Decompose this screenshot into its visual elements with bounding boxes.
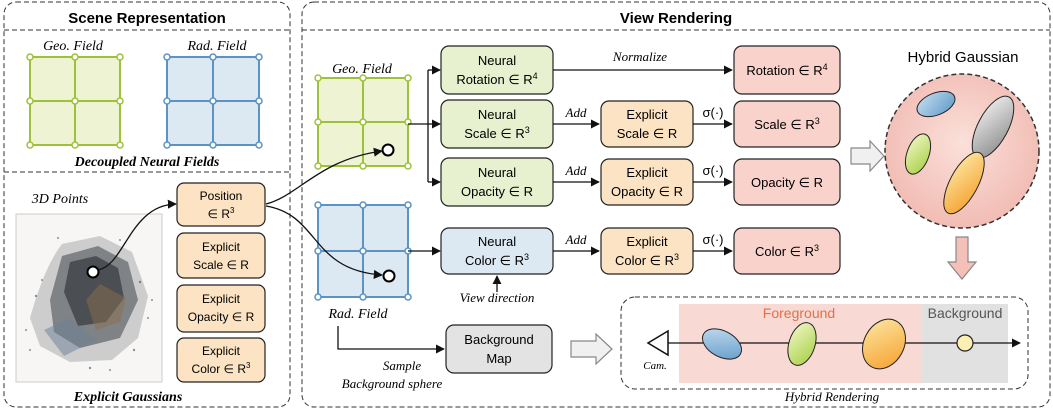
svg-text:Color ∈ R3: Color ∈ R3 bbox=[192, 361, 251, 376]
to-hybrid-gaussian-arrow bbox=[850, 139, 885, 173]
svg-text:Explicit: Explicit bbox=[626, 165, 668, 180]
render-gaussian-green bbox=[787, 322, 817, 366]
view-rendering-panel bbox=[301, 1, 1051, 408]
background-map-box: Background Map bbox=[445, 324, 553, 374]
scene-representation-title: Scene Representation bbox=[68, 10, 226, 27]
hybrid-rendering-label: Hybrid Rendering bbox=[784, 389, 880, 404]
svg-text:∈ R3: ∈ R3 bbox=[208, 206, 235, 221]
add-label-opacity: Add bbox=[565, 163, 587, 178]
opacity-output-box: Opacity ∈ R bbox=[733, 158, 841, 206]
hybrid-rendering-panel bbox=[620, 296, 1029, 390]
svg-text:Explicit: Explicit bbox=[202, 344, 241, 358]
position-to-rad-arrow bbox=[265, 205, 383, 279]
scale-output-box: Scale ∈ R3 bbox=[733, 100, 841, 148]
hybrid-gaussian-sphere bbox=[884, 73, 1040, 229]
camera-icon bbox=[646, 329, 669, 357]
svg-text:Position: Position bbox=[200, 189, 243, 203]
svg-text:Scale ∈ R: Scale ∈ R bbox=[193, 258, 249, 272]
foreground-label: Foreground bbox=[763, 305, 835, 321]
neural-opacity-box: Neural Opacity ∈ R bbox=[440, 157, 554, 207]
svg-text:Map: Map bbox=[486, 351, 511, 366]
explicit-gaussians-label: Explicit Gaussians bbox=[73, 390, 183, 405]
position-box: Position ∈ R3 bbox=[176, 182, 266, 227]
hybrid-gaussian-title: Hybrid Gaussian bbox=[908, 49, 1019, 66]
view-direction-label: View direction bbox=[460, 290, 535, 305]
explicit-scale-box: Explicit Scale ∈ R bbox=[600, 100, 694, 148]
sigma-label-opacity: σ(·) bbox=[702, 163, 723, 178]
right-rad-field-grid bbox=[314, 201, 412, 301]
left-geo-field-label: Geo. Field bbox=[43, 39, 104, 54]
sigma-label-scale: σ(·) bbox=[702, 105, 723, 120]
svg-text:Explicit: Explicit bbox=[626, 234, 668, 249]
neural-rotation-box: Neural Rotation ∈ R4 bbox=[440, 45, 554, 95]
svg-text:Scale ∈ R: Scale ∈ R bbox=[617, 126, 677, 141]
cam-label: Cam. bbox=[643, 360, 667, 372]
svg-text:Neural: Neural bbox=[478, 234, 516, 249]
render-background-point bbox=[956, 334, 974, 352]
view-rendering-title: View Rendering bbox=[620, 10, 732, 27]
left-explicit-color-box: Explicit Color ∈ R3 bbox=[176, 337, 266, 383]
left-rad-field-grid bbox=[163, 53, 263, 149]
right-geo-field-label: Geo. Field bbox=[332, 62, 393, 77]
svg-text:Opacity ∈ R: Opacity ∈ R bbox=[461, 184, 533, 199]
geo-branch-connectors bbox=[408, 65, 441, 256]
svg-text:Color ∈ R3: Color ∈ R3 bbox=[465, 252, 529, 268]
add-label-color: Add bbox=[565, 232, 587, 247]
svg-text:Opacity ∈ R: Opacity ∈ R bbox=[751, 175, 823, 190]
svg-text:Opacity ∈ R: Opacity ∈ R bbox=[611, 184, 683, 199]
svg-text:Neural: Neural bbox=[478, 107, 516, 122]
add-label-scale: Add bbox=[565, 105, 587, 120]
background-label: Background bbox=[928, 305, 1003, 321]
svg-text:Rotation ∈ R4: Rotation ∈ R4 bbox=[456, 71, 537, 87]
color-output-box: Color ∈ R3 bbox=[733, 227, 841, 275]
svg-text:Color ∈ R3: Color ∈ R3 bbox=[615, 252, 679, 268]
flow-arrows bbox=[492, 65, 733, 292]
right-geo-field-grid bbox=[314, 74, 412, 170]
svg-text:Background: Background bbox=[464, 332, 533, 347]
gaussian-to-rendering-arrow bbox=[946, 236, 978, 280]
svg-text:Rotation ∈ R4: Rotation ∈ R4 bbox=[746, 62, 827, 78]
position-to-geo-arrow bbox=[265, 147, 383, 205]
3d-points-label: 3D Points bbox=[31, 192, 89, 207]
scene-representation-panel bbox=[3, 1, 291, 408]
point-cloud-image bbox=[15, 213, 163, 383]
point-to-position-arrow bbox=[97, 199, 177, 271]
left-explicit-opacity-box: Explicit Opacity ∈ R bbox=[176, 284, 266, 333]
svg-text:Explicit: Explicit bbox=[626, 107, 668, 122]
sample-label: Sample bbox=[383, 358, 422, 373]
background-sphere-label: Background sphere bbox=[342, 376, 443, 391]
explicit-opacity-box: Explicit Opacity ∈ R bbox=[600, 158, 694, 206]
bgmap-to-rendering-arrow bbox=[570, 332, 613, 366]
rotation-output-box: Rotation ∈ R4 bbox=[733, 45, 841, 95]
right-rad-field-label: Rad. Field bbox=[327, 307, 388, 322]
svg-text:Explicit: Explicit bbox=[202, 292, 241, 306]
svg-text:Opacity ∈ R: Opacity ∈ R bbox=[188, 310, 255, 324]
sample-connector bbox=[337, 326, 445, 354]
svg-text:Color ∈ R3: Color ∈ R3 bbox=[755, 243, 819, 259]
render-gaussian-orange bbox=[862, 318, 906, 370]
explicit-color-box: Explicit Color ∈ R3 bbox=[600, 227, 694, 275]
svg-text:Scale ∈ R3: Scale ∈ R3 bbox=[754, 116, 819, 132]
neural-color-box: Neural Color ∈ R3 bbox=[440, 227, 554, 275]
render-gaussian-blue bbox=[701, 328, 743, 360]
normalize-label: Normalize bbox=[612, 49, 667, 64]
svg-text:Scale ∈ R3: Scale ∈ R3 bbox=[464, 125, 529, 141]
left-rad-field-label: Rad. Field bbox=[186, 39, 247, 54]
sigma-label-color: σ(·) bbox=[702, 232, 723, 247]
neural-scale-box: Neural Scale ∈ R3 bbox=[440, 99, 554, 149]
left-explicit-scale-box: Explicit Scale ∈ R bbox=[176, 232, 266, 279]
svg-text:Explicit: Explicit bbox=[202, 240, 241, 254]
svg-text:Neural: Neural bbox=[478, 165, 516, 180]
decoupled-neural-fields-label: Decoupled Neural Fields bbox=[74, 155, 220, 170]
svg-text:Neural: Neural bbox=[478, 53, 516, 68]
left-geo-field-grid bbox=[26, 53, 124, 149]
